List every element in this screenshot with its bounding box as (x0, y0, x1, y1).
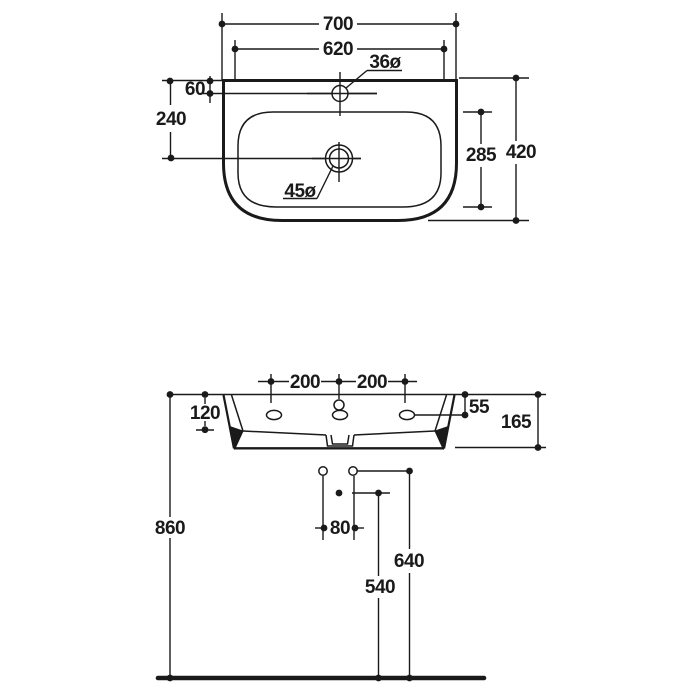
dim-dot (201, 391, 209, 398)
dim-dot (166, 674, 174, 682)
front-left-dimensions (169, 393, 223, 678)
dim-dot (375, 674, 382, 682)
dim-dot (167, 154, 175, 162)
dim-dot (406, 674, 413, 682)
dim-dot (231, 45, 239, 53)
dim-rim-height: 860 (155, 518, 185, 539)
mounting-slot-right (398, 409, 416, 421)
right-wall-section (434, 426, 448, 451)
dim-dot (218, 20, 226, 28)
dim-fixing-spacing: 80 (330, 518, 350, 539)
front-right-dimensions (414, 393, 546, 449)
dim-tap-spacing-right: 200 (357, 372, 387, 393)
dim-tap-ledge: 620 (323, 39, 353, 60)
installation-dimensions (155, 466, 487, 681)
dim-dot (201, 426, 209, 434)
fixing-hole-right (348, 466, 358, 476)
dim-tap-setback: 60 (185, 79, 205, 100)
dim-dot (512, 217, 520, 224)
plan-dimension-dots (166, 20, 520, 224)
tap-hole (307, 72, 377, 116)
front-labels: 200 200 120 55 165 860 80 640 540 (155, 372, 533, 598)
dim-dot (452, 20, 460, 28)
dim-slot-setback: 55 (469, 397, 490, 418)
dim-dot (406, 467, 413, 475)
plan-labels: 700 620 36ø 60 240 45ø 285 420 (156, 14, 537, 202)
mounting-slot-center (331, 409, 349, 421)
dim-dot (461, 411, 469, 419)
dim-dot (534, 444, 542, 451)
dim-outlet-height: 540 (365, 577, 395, 598)
leader-36 (345, 69, 368, 89)
dim-dot (206, 77, 214, 85)
fixing-hole-left (318, 466, 328, 476)
front-top-dimensions (258, 374, 417, 403)
dim-drain-setback: 240 (156, 109, 186, 130)
dim-dot (351, 524, 359, 532)
dim-dot (206, 90, 214, 97)
dim-dot (401, 378, 409, 385)
left-wall-inner (230, 394, 244, 432)
left-wall-outer (222, 394, 236, 449)
drain-hole (312, 142, 361, 182)
leader-lines (283, 69, 402, 200)
leader-45 (316, 165, 334, 199)
plan-dimension-lines (169, 23, 517, 221)
dim-dot (166, 391, 174, 398)
dim-dot (461, 391, 469, 398)
basin-outline-plan (222, 79, 458, 222)
bowl-floor-line (242, 430, 327, 436)
dim-dot (512, 74, 520, 82)
dim-bowl-depth: 120 (190, 403, 220, 424)
front-view: 200 200 120 55 165 860 80 640 540 (155, 372, 546, 682)
mounting-slot-left (265, 409, 283, 421)
drain-fitting (325, 434, 355, 447)
inner-bowl-outline (237, 111, 442, 208)
label-tap-diameter: 36ø (369, 52, 401, 73)
bowl-floor-line (353, 430, 436, 436)
outlet-point (335, 489, 343, 497)
left-wall-section (230, 426, 244, 451)
label-drain-diameter: 45ø (284, 181, 316, 202)
dim-dot (335, 378, 343, 385)
dim-dot (440, 45, 448, 53)
dim-dot (477, 108, 485, 116)
dim-dot (477, 203, 485, 211)
front-dimension-dots (166, 378, 542, 682)
dim-tap-spacing-left: 200 (290, 372, 320, 393)
dim-dot (166, 77, 174, 85)
dim-bowl-depth-plan: 285 (466, 145, 497, 166)
dim-dot (375, 489, 382, 497)
basin-profile-front (222, 393, 456, 451)
drain-fitting-inner (330, 434, 350, 445)
right-wall-inner (434, 394, 448, 432)
dim-overall-depth: 420 (506, 142, 536, 163)
dim-overall-width: 700 (323, 14, 353, 35)
dim-dot (267, 378, 275, 385)
tap-hole-front (333, 399, 345, 411)
right-wall-outer (442, 394, 456, 449)
dim-fixing-height: 640 (394, 551, 424, 572)
dim-dot (320, 524, 328, 532)
plan-view: 700 620 36ø 60 240 45ø 285 420 (156, 13, 537, 224)
dim-dot (534, 391, 542, 398)
dim-body-height: 165 (501, 412, 532, 433)
